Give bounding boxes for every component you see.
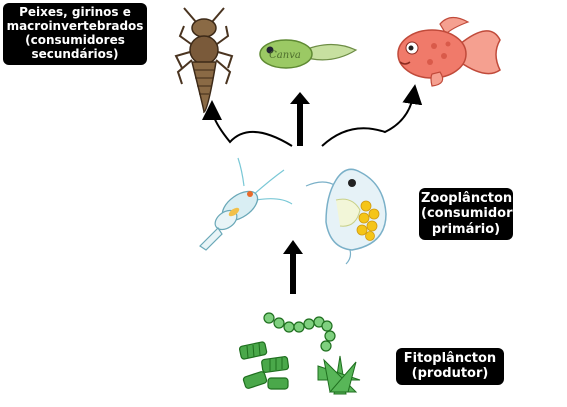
dragonfly-larva-icon xyxy=(174,7,234,114)
primary-consumer-label: Zooplâncton (consumidor primário) xyxy=(419,188,513,240)
arrow-to-tadpole-head xyxy=(290,92,310,104)
copepod-icon xyxy=(199,157,293,251)
arrows-to-secondary xyxy=(202,84,423,147)
producer-label: Fitoplâncton (produtor) xyxy=(396,348,504,385)
fish-icon xyxy=(397,16,501,87)
daphnia-icon xyxy=(305,168,387,265)
secondary-consumers-label: Peixes, girinos e macroinvertebrados (co… xyxy=(3,3,147,65)
tadpole-watermark: Canva xyxy=(269,50,301,61)
arrow-to-fish xyxy=(321,84,423,147)
tadpole-icon: Canva xyxy=(259,39,358,69)
arrow-to-primary xyxy=(283,240,303,294)
phytoplankton-icon xyxy=(238,312,361,395)
arrow-to-larva xyxy=(202,100,293,147)
